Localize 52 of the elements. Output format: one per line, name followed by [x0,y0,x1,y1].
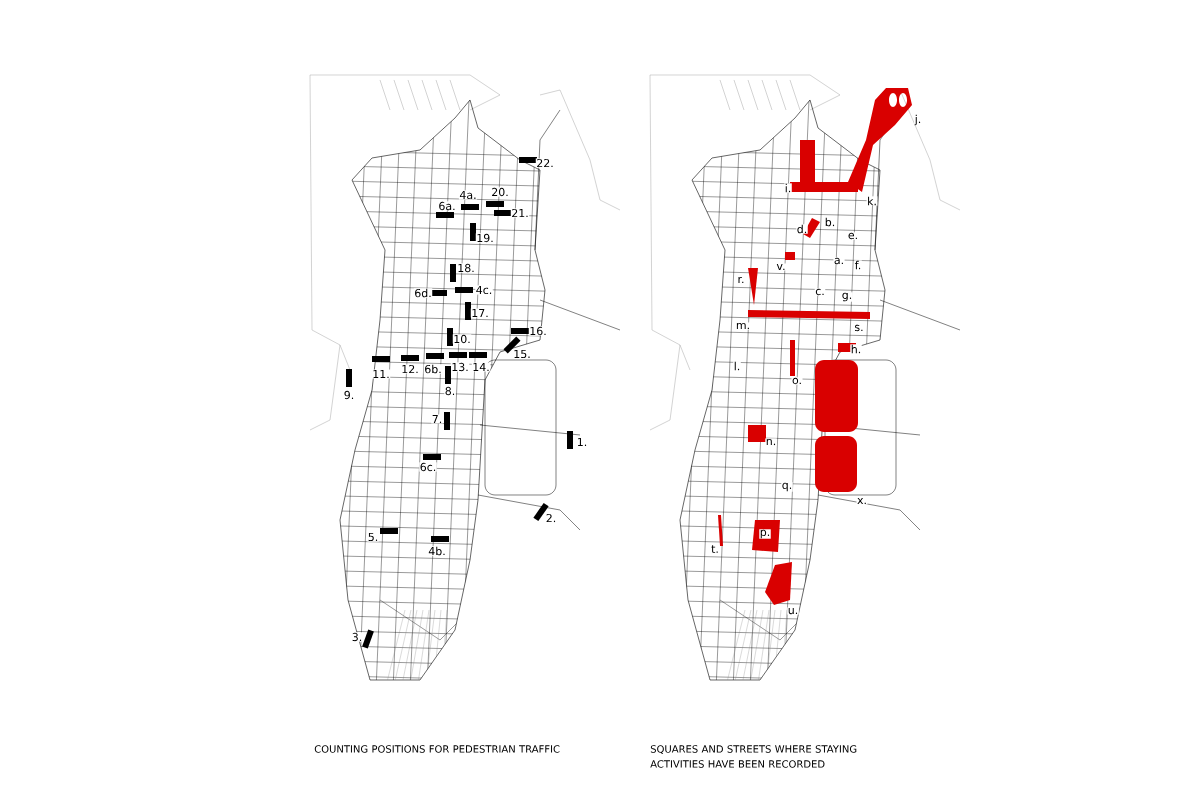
callout-number: 22. [535,158,555,168]
callout-number: 20. [490,187,510,197]
callout-letter: v. [775,263,787,271]
callout-letter: k. [866,196,878,206]
callout-number: 15. [512,349,532,359]
callout-letter: s. [853,324,865,332]
callout-number: 8. [444,386,456,396]
callout-number: 5. [367,532,379,542]
map-caption: SQUARES AND STREETS WHERE STAYING ACTIVITIES HAVE BEEN RECORDED [650,745,857,768]
callout-number: 6b. [423,364,443,374]
callout-letter: q. [781,482,793,492]
callout-number: 7. [431,414,443,424]
callout-letter: i. [784,183,792,193]
callout-letter: p. [759,529,771,539]
callout-letter: m. [735,322,751,330]
callout-letter: l. [733,361,741,371]
callout-number: 4a. [458,190,478,200]
callout-number: 6c. [419,462,437,472]
callout-number: 17. [470,308,490,318]
callout-letter: x. [856,497,868,505]
callout-number: 9. [343,390,355,400]
callout-letter: j. [914,114,922,126]
callout-number: 3. [351,632,363,642]
callout-letter: a. [833,257,845,265]
callout-number: 4b. [427,546,447,556]
callout-letter: o. [791,377,803,385]
callout-letter: u. [787,607,799,615]
callout-letter: r. [737,276,745,284]
callout-number: 1. [576,437,588,447]
callout-letter: t. [710,544,720,554]
callout-number: 6d. [413,288,433,298]
callout-letter: n. [765,438,777,446]
callout-number: 11. [371,369,391,379]
callout-number: 10. [452,334,472,344]
callout-number: 2. [545,513,557,523]
callout-letter: d. [796,224,808,234]
callout-letter: b. [824,217,836,227]
callout-number: 16. [528,326,548,336]
callout-number: 6a. [437,201,457,211]
callout-number: 4c. [475,285,493,295]
callout-letter: h. [850,344,862,354]
callout-number: 12. [400,364,420,374]
callout-number: 18. [456,263,476,273]
callout-letter: e. [847,232,859,240]
callout-letter: f. [854,260,862,270]
map-caption: COUNTING POSITIONS FOR PEDESTRIAN TRAFFIC [314,745,560,753]
callout-letter: c. [814,288,826,296]
callout-number: 21. [510,208,530,218]
callout-letter: g. [841,292,853,302]
callout-number: 14. [471,362,491,372]
callout-number: 13. [450,362,470,372]
callout-number: 19. [475,233,495,243]
